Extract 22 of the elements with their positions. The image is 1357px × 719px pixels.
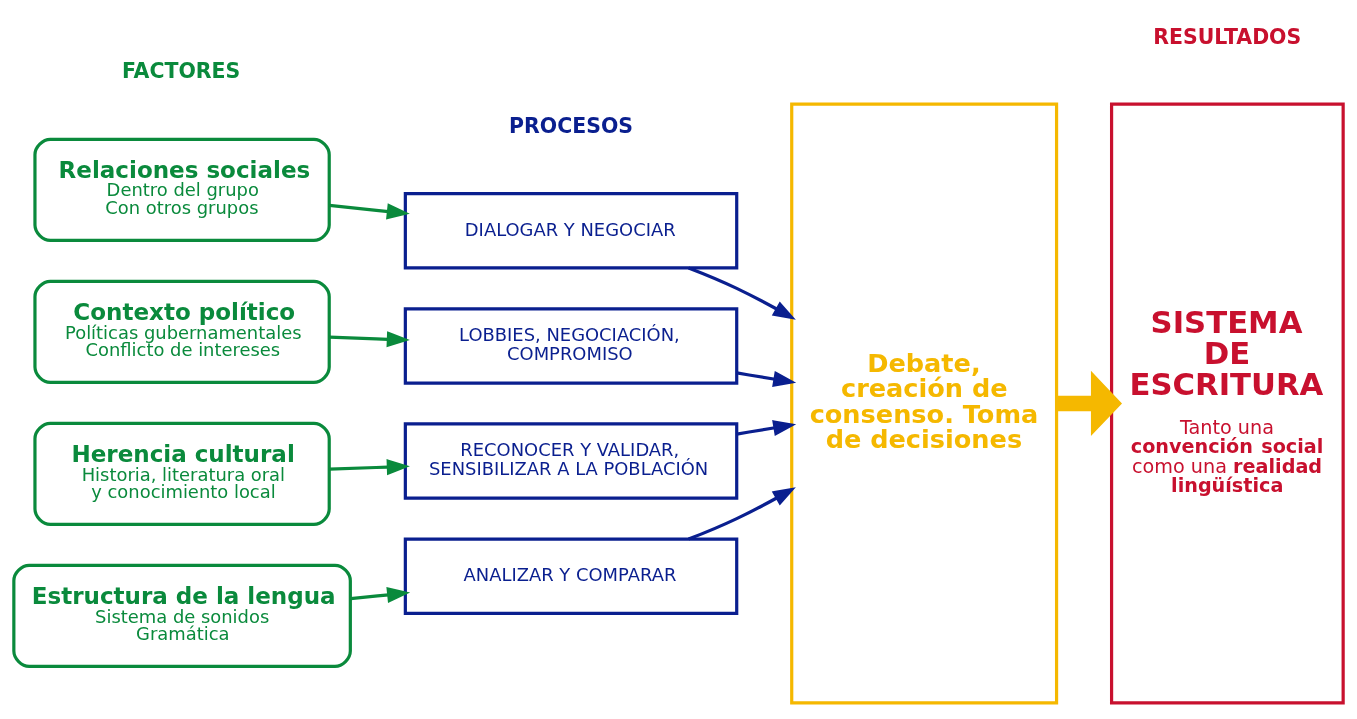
label: FACTORES [121,58,241,83]
node-box: SISTEMA DE ESCRITURA Tanto una convención social como una realidad lingüística [1110,102,1345,704]
arrow [736,419,797,436]
label: PROCESOS [508,113,634,138]
arrow [329,202,410,219]
node-box: Contexto político Políticas gubernamentales Conflicto de intereses [33,279,331,384]
node-box: Herencia cultural Historia, literatura oral y conocimiento local [33,421,331,526]
node-box: LOBBIES, NEGOCIACIÓN, COMPROMISO [403,306,739,385]
node-box: DIALOGAR Y NEGOCIAR [403,191,739,269]
arrow [736,370,797,387]
node-box: Relaciones sociales Dentro del grupo Con otros grupos [33,137,331,242]
node-box: Estructura de la lengua Sistema de sonidos Gramática [12,563,352,668]
arrow [329,458,410,475]
label: RESULTADOS [1153,24,1302,49]
arrow [350,586,411,603]
node-box: Debate, creación de consenso. Toma de decisiones [790,102,1059,704]
arrow [1056,370,1122,436]
arrow [329,330,410,347]
arrow [688,265,796,320]
node-box: RECONOCER Y VALIDAR, SENSIBILIZAR A LA POBLACIÓN [403,421,739,500]
arrow [688,486,796,541]
node-box: ANALIZAR Y COMPARAR [403,537,739,615]
